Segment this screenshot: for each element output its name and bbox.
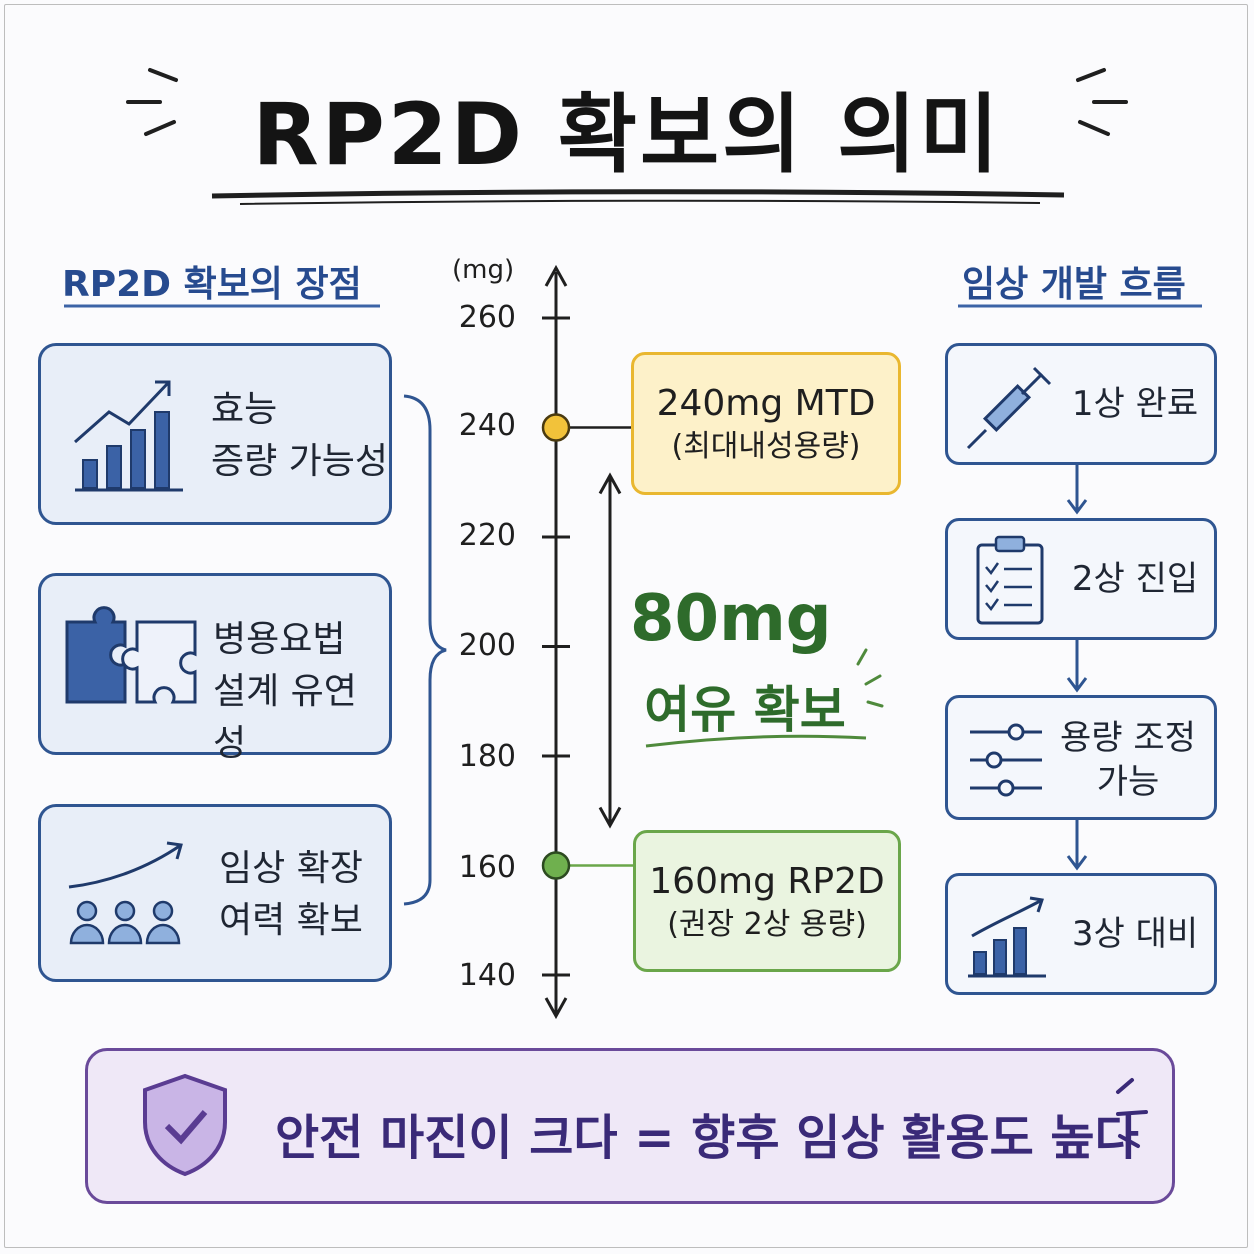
advantage-card-line2: 증량 가능성 xyxy=(211,441,389,482)
clipboard-checklist-icon xyxy=(976,535,1044,625)
flow-step-label: 3상 대비 xyxy=(1071,914,1199,954)
page-frame xyxy=(4,4,1248,1248)
mtd-point xyxy=(541,413,571,442)
axis-tick-label: 220 xyxy=(458,518,516,553)
rp2d-label: 160mg RP2D xyxy=(649,861,885,902)
advantage-card-expansion: 임상 확장 여력 확보 xyxy=(38,804,392,982)
advantage-card-efficacy: 효능 증량 가능성 xyxy=(38,343,392,525)
flow-step-label: 1상 완료 xyxy=(1071,384,1199,424)
flow-step-phase1: 1상 완료 xyxy=(945,343,1217,465)
syringe-icon xyxy=(966,366,1052,450)
mtd-box: 240mg MTD (최대내성용량) xyxy=(631,352,901,495)
axis-arrow-down xyxy=(544,997,568,1020)
flow-step-phase2: 2상 진입 xyxy=(945,518,1217,640)
rp2d-point xyxy=(541,851,571,880)
axis-tick-label: 200 xyxy=(458,628,516,663)
conclusion-banner xyxy=(85,1048,1175,1204)
puzzle-icon xyxy=(65,606,197,704)
flow-step-label: 용량 조정 xyxy=(1060,718,1196,758)
axis-tick-label: 140 xyxy=(458,958,516,993)
axis-arrow-up xyxy=(544,264,568,287)
bar-chart-rising-icon xyxy=(968,896,1046,978)
margin-arrow-head-up xyxy=(598,472,622,495)
rp2d-sublabel: (권장 2상 용량) xyxy=(667,907,867,942)
flow-heading: 임상 개발 흐름 xyxy=(962,264,1186,305)
axis-unit-label: (mg) xyxy=(452,255,515,285)
mtd-sublabel: (최대내성용량) xyxy=(671,429,861,464)
advantage-card-line2: 여력 확보 xyxy=(219,900,363,941)
flow-step-dose-adjust: 용량 조정 가능 xyxy=(945,695,1217,820)
advantage-card-line1: 효능 xyxy=(211,389,278,430)
dose-axis xyxy=(541,264,633,1020)
axis-tick-label: 180 xyxy=(458,739,516,774)
flow-step-phase3: 3상 대비 xyxy=(945,873,1217,995)
advantage-card-line1: 병용요법 xyxy=(213,619,346,660)
axis-tick-label: 160 xyxy=(458,850,516,885)
sliders-icon xyxy=(970,723,1042,797)
advantage-card-line2: 설계 유연성 xyxy=(213,671,357,764)
conclusion-text: 안전 마진이 크다 = 향후 임상 활용도 높다 xyxy=(275,1110,1139,1166)
shield-check-icon xyxy=(143,1073,227,1177)
advantages-heading: RP2D 확보의 장점 xyxy=(62,264,362,305)
rp2d-box: 160mg RP2D (권장 2상 용량) xyxy=(633,830,901,972)
flow-step-label: 2상 진입 xyxy=(1071,559,1199,599)
page-title: RP2D 확보의 의미 xyxy=(252,85,1002,185)
people-growth-icon xyxy=(68,841,183,945)
advantage-card-combination: 병용요법 설계 유연성 xyxy=(38,573,392,764)
bar-chart-rising-icon xyxy=(74,380,183,492)
margin-label: 여유 확보 xyxy=(644,681,846,739)
axis-tick-label: 240 xyxy=(458,408,516,443)
flow-step-label-2: 가능 xyxy=(1096,762,1160,802)
margin-arrow-head-down xyxy=(598,806,622,829)
margin-amount: 80mg xyxy=(630,582,832,656)
advantage-card-line1: 임상 확장 xyxy=(219,848,363,889)
axis-tick-label: 260 xyxy=(458,300,516,335)
mtd-label: 240mg MTD xyxy=(656,383,876,424)
